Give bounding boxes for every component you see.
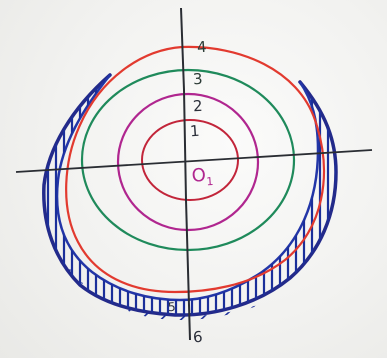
center-label: O1 (191, 167, 214, 190)
center-label-subscript: 1 (206, 175, 214, 188)
center-label-letter: O (191, 165, 207, 187)
ring-label-1: 1 (189, 124, 200, 140)
ring-label-2: 2 (192, 99, 203, 115)
mark-label-6: 6 (192, 330, 203, 346)
vertical-axis (181, 8, 190, 340)
ring-3-contour (82, 70, 294, 250)
ring-label-4: 4 (196, 40, 207, 56)
ring-label-3: 3 (192, 72, 203, 88)
mark-label-5: 5 (167, 300, 176, 315)
